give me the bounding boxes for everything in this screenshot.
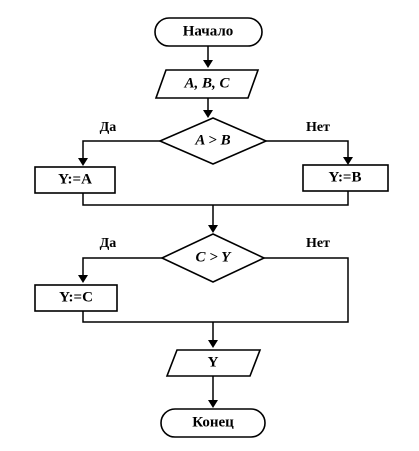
decision1-diamond bbox=[157, 117, 269, 165]
decision2-no-label: Нет bbox=[306, 236, 330, 251]
arrowhead bbox=[203, 60, 213, 68]
connector-decision1-yes bbox=[82, 140, 160, 158]
connector-assign-b-merge bbox=[213, 191, 349, 206]
end-label: Конец bbox=[192, 414, 234, 430]
decision1-no-label: Нет bbox=[306, 120, 330, 135]
decision1-yes-label: Да bbox=[100, 120, 117, 135]
arrowhead bbox=[208, 225, 218, 233]
arrowhead bbox=[208, 340, 218, 348]
arrowhead bbox=[78, 158, 88, 166]
assign-c-block bbox=[34, 284, 118, 312]
decision1-label: A > B bbox=[194, 132, 230, 148]
start-label: Начало bbox=[183, 23, 234, 39]
output-label: Y bbox=[208, 354, 219, 370]
assign-a-block bbox=[34, 166, 116, 194]
input-block bbox=[154, 69, 260, 99]
connector-decision2-no bbox=[213, 257, 349, 323]
arrowhead bbox=[208, 400, 218, 408]
arrowhead bbox=[203, 110, 213, 118]
output-block bbox=[165, 349, 262, 377]
assign-b-block bbox=[302, 164, 389, 192]
connector-decision1-no bbox=[266, 140, 349, 157]
connector-assign-a-merge bbox=[82, 193, 213, 206]
arrowhead bbox=[343, 157, 353, 165]
assign-a-label: Y:=A bbox=[58, 171, 92, 187]
decision2-label: C > Y bbox=[196, 249, 233, 265]
arrowhead bbox=[78, 275, 88, 283]
end-terminator bbox=[160, 408, 266, 438]
assign-b-label: Y:=B bbox=[328, 169, 361, 185]
decision2-diamond bbox=[160, 233, 266, 283]
decision2-yes-label: Да bbox=[100, 236, 117, 251]
assign-c-label: Y:=C bbox=[59, 289, 93, 305]
connector-assign-c-merge bbox=[82, 311, 213, 323]
input-label: A, B, C bbox=[183, 75, 230, 91]
connector-decision2-yes bbox=[82, 257, 162, 275]
